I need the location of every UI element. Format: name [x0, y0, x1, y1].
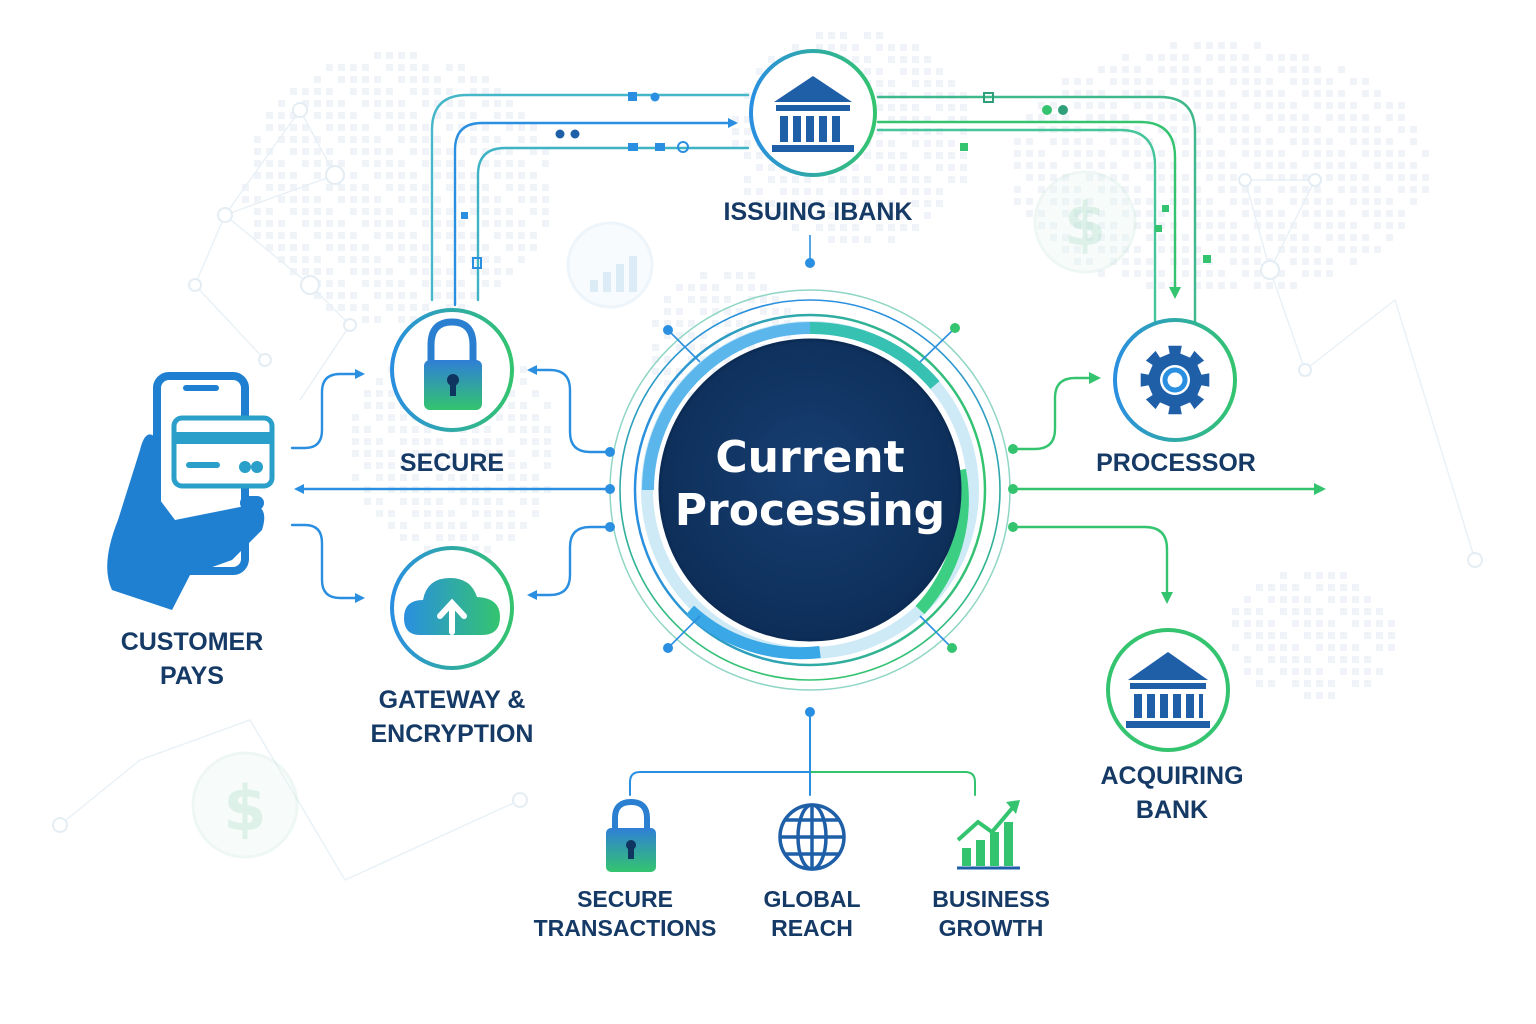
center-title-line1: Current [715, 432, 904, 483]
connector-issuing-bank-to-processor [876, 95, 1197, 327]
benefit-business-growth: BUSINESS GROWTH [932, 800, 1050, 941]
gateway-label-line1: GATEWAY & [379, 686, 526, 714]
connectors-right [1016, 372, 1326, 604]
issuing-bank-label: ISSUING IBANK [724, 198, 913, 226]
benefit-global-reach: GLOBAL REACH [763, 803, 861, 941]
benefit-label-line1: GLOBAL [763, 886, 860, 912]
data-packets [461, 92, 1211, 269]
connectors-bottom [629, 711, 976, 796]
connectors-left [290, 365, 607, 603]
customer-label-line2: PAYS [160, 662, 224, 690]
processor-label: PROCESSOR [1096, 449, 1256, 477]
processor-node[interactable]: PROCESSOR [1096, 318, 1256, 477]
globe-icon [778, 803, 846, 871]
benefit-secure-transactions: SECURE TRANSACTIONS [534, 798, 717, 941]
bank-icon [1126, 652, 1210, 728]
faded-chart-badge [566, 221, 654, 309]
benefit-label-line1: BUSINESS [932, 886, 1050, 912]
connector-secure-to-issuing-bank [430, 93, 750, 307]
customer-pays-node[interactable]: CUSTOMER PAYS [107, 372, 275, 690]
acquiring-label-line1: ACQUIRING [1100, 762, 1243, 790]
faded-dollar-badge-top: $ [1033, 170, 1137, 274]
cloud-upload-icon [404, 578, 500, 635]
secure-node[interactable]: SECURE [390, 308, 514, 477]
benefit-label-line1: SECURE [577, 886, 673, 912]
bank-icon [772, 76, 854, 152]
padlock-icon [424, 318, 482, 410]
customer-label-line1: CUSTOMER [121, 628, 264, 656]
phone-payment-icon [107, 372, 275, 610]
benefit-label-line2: GROWTH [939, 915, 1044, 941]
center-title-line2: Processing [675, 485, 945, 536]
benefit-label-line2: REACH [771, 915, 853, 941]
svg-text:$: $ [1064, 190, 1106, 260]
svg-text:$: $ [223, 772, 266, 845]
gateway-label-line2: ENCRYPTION [371, 720, 534, 748]
acquiring-bank-node[interactable]: ACQUIRING BANK [1100, 628, 1244, 824]
secure-label: SECURE [400, 449, 504, 477]
gateway-encryption-node[interactable]: GATEWAY & ENCRYPTION [371, 546, 534, 748]
padlock-icon [606, 798, 656, 872]
faded-dollar-badge-bottom: $ [191, 751, 299, 859]
center-hub: Current Processing [605, 235, 1018, 717]
gear-icon [1140, 345, 1210, 415]
acquiring-label-line2: BANK [1136, 796, 1208, 824]
benefit-label-line2: TRANSACTIONS [534, 915, 717, 941]
growth-chart-icon [956, 800, 1020, 870]
issuing-bank-node[interactable]: ISSUING IBANK [724, 49, 913, 226]
